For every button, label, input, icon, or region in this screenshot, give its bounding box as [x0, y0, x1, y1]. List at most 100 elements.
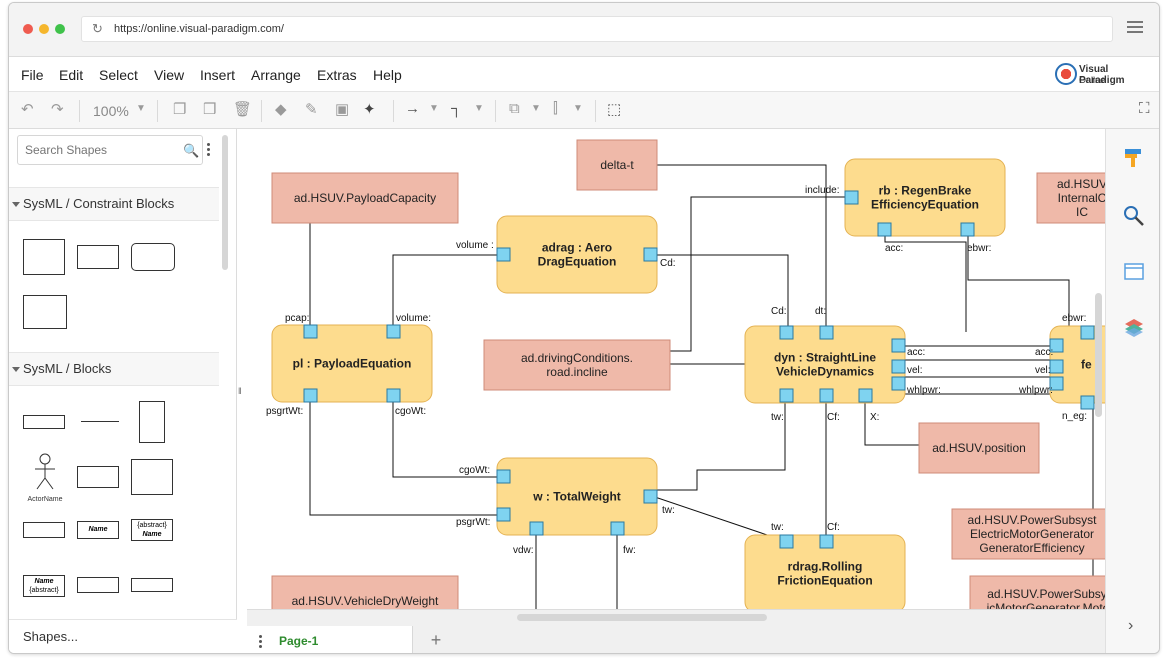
panel-options-icon[interactable] — [206, 143, 212, 159]
arrange-icon[interactable]: ⧉ — [509, 100, 520, 117]
canvas-horizontal-scrollbar[interactable] — [517, 614, 767, 621]
connector-line[interactable] — [392, 396, 503, 478]
menu-help[interactable]: Help — [373, 67, 402, 83]
connector-line[interactable] — [392, 254, 503, 331]
port[interactable] — [858, 388, 873, 403]
port[interactable] — [496, 507, 511, 522]
panel-scrollbar[interactable] — [222, 135, 228, 270]
collapse-panel-icon[interactable]: › — [1128, 617, 1134, 634]
constraint-property-shape[interactable] — [131, 243, 175, 271]
port[interactable] — [891, 338, 906, 353]
canvas-vertical-scrollbar[interactable] — [1095, 293, 1102, 417]
name-shape[interactable]: Name — [77, 521, 119, 539]
abstract-block-shape[interactable]: {abstract}Name — [131, 519, 173, 541]
port[interactable] — [496, 469, 511, 484]
port[interactable] — [960, 222, 975, 237]
block-part-shape[interactable] — [23, 415, 65, 429]
menu-select[interactable]: Select — [99, 67, 138, 83]
delete-icon[interactable]: 🗑 — [233, 101, 253, 118]
zoom-dropdown-icon[interactable]: ▼ — [136, 103, 146, 114]
port[interactable] — [303, 324, 318, 339]
constraint-block-pl[interactable]: pl : PayloadEquation — [271, 324, 433, 403]
line-color-icon[interactable]: ✎ — [305, 101, 318, 118]
fill-color-icon[interactable]: ◆ — [275, 101, 287, 118]
section-blocks[interactable]: SysML / Blocks — [9, 352, 219, 386]
waypoint-style-icon[interactable]: ┐ — [451, 100, 462, 117]
align-dropdown-icon[interactable]: ▼ — [573, 103, 583, 114]
connector-line[interactable] — [648, 494, 786, 542]
port[interactable] — [819, 325, 834, 340]
redo-icon[interactable]: ↷ — [51, 101, 64, 118]
block-compartments-shape[interactable] — [131, 459, 173, 495]
connector-style-icon[interactable]: → — [405, 100, 420, 117]
search-shapes-input[interactable] — [17, 135, 203, 165]
connector-line[interactable] — [884, 235, 967, 332]
outline-panel-icon[interactable] — [1123, 261, 1145, 283]
close-window-dot[interactable] — [23, 24, 33, 34]
port[interactable] — [1049, 359, 1064, 374]
arrange-dropdown-icon[interactable]: ▼ — [531, 103, 541, 114]
menu-extras[interactable]: Extras — [317, 67, 357, 83]
paste-icon[interactable]: ❒ — [203, 101, 217, 118]
constraint-parameter-shape[interactable] — [77, 245, 119, 269]
page-options-icon[interactable] — [259, 635, 263, 649]
waypoint-dropdown-icon[interactable]: ▼ — [474, 103, 484, 114]
port[interactable] — [891, 376, 906, 391]
add-page-button[interactable]: + — [430, 630, 442, 650]
association-shape[interactable] — [81, 421, 119, 422]
copy-icon[interactable]: ❐ — [173, 101, 187, 118]
port[interactable] — [779, 534, 794, 549]
port[interactable] — [643, 489, 658, 504]
connector-line[interactable] — [651, 254, 789, 332]
port[interactable] — [819, 388, 834, 403]
connector-dropdown-icon[interactable]: ▼ — [429, 103, 439, 114]
parameter-position[interactable]: ad.HSUV.position — [918, 422, 1040, 474]
reload-icon[interactable]: ↻ — [92, 21, 103, 36]
port[interactable] — [844, 190, 859, 205]
search-panel-icon[interactable] — [1123, 205, 1145, 227]
layers-panel-icon[interactable] — [1123, 317, 1145, 339]
parameter-power1[interactable]: ad.HSUV.PowerSubsystElectricMotorGenerat… — [951, 508, 1105, 560]
menu-edit[interactable]: Edit — [59, 67, 84, 83]
parameter-payload[interactable]: ad.HSUV.PayloadCapacity — [271, 172, 459, 224]
value-type-shape[interactable] — [23, 522, 65, 538]
connector-line[interactable] — [967, 235, 1070, 332]
address-bar[interactable]: ↻ https://online.visual-paradigm.com/ — [81, 16, 1113, 42]
format-painter-icon[interactable]: ✦ — [363, 101, 376, 118]
port[interactable] — [610, 521, 625, 536]
constraint-block-w[interactable]: w : TotalWeight — [496, 457, 658, 536]
port[interactable] — [643, 247, 658, 262]
parameter-power2[interactable]: ad.HSUV.PowerSubsysicMotorGenerator.Moto… — [969, 575, 1105, 609]
connector-line[interactable] — [864, 396, 919, 446]
browser-menu-icon[interactable] — [1127, 21, 1143, 36]
abstract-block-shape-2[interactable]: Name{abstract} — [23, 575, 65, 597]
zoom-level[interactable]: 100% — [93, 103, 129, 119]
port[interactable] — [386, 388, 401, 403]
constraint-block-shape[interactable] — [23, 239, 65, 275]
connector-line[interactable] — [309, 396, 503, 516]
menu-arrange[interactable]: Arrange — [251, 67, 301, 83]
fit-selection-icon[interactable]: ⬚ — [607, 101, 622, 118]
minimize-window-dot[interactable] — [39, 24, 49, 34]
port[interactable] — [779, 388, 794, 403]
parameter-driving[interactable]: ad.drivingConditions.road.incline — [483, 339, 671, 391]
search-icon[interactable]: 🔍 — [183, 143, 200, 158]
port[interactable] — [1049, 338, 1064, 353]
undo-icon[interactable]: ↶ — [21, 101, 34, 118]
connector-line[interactable] — [649, 396, 786, 491]
port[interactable] — [1080, 395, 1095, 410]
parameter-dry[interactable]: ad.HSUV.VehicleDryWeight — [271, 575, 459, 609]
port[interactable] — [1080, 325, 1095, 340]
block-definition-shape[interactable] — [139, 401, 165, 443]
menu-file[interactable]: File — [21, 67, 44, 83]
align-icon[interactable]: ⫿ — [553, 100, 558, 117]
connector-line[interactable] — [670, 196, 851, 352]
tab-page-1[interactable]: Page-1 — [247, 626, 413, 653]
block-shape[interactable] — [77, 466, 119, 488]
port[interactable] — [891, 359, 906, 374]
connector-line[interactable] — [657, 164, 827, 332]
